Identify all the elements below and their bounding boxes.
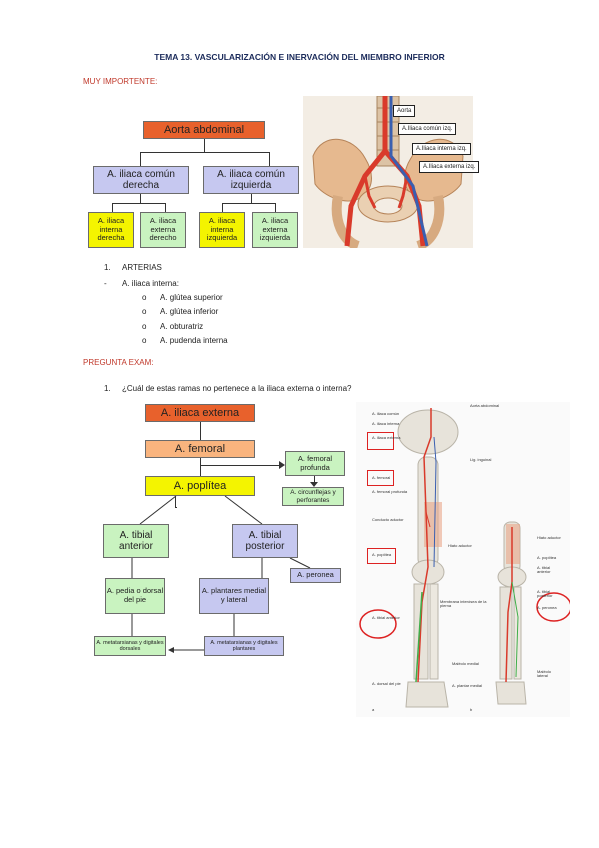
- bullet: o: [142, 307, 147, 316]
- list-dash: -: [104, 279, 107, 288]
- leg-label: A. dorsal del pie: [372, 681, 401, 686]
- leg-label: A. femoral: [372, 475, 391, 480]
- section-heading-important: MUY IMPORTENTE:: [83, 77, 158, 86]
- label-iliaca-interna-izq: A.Iliaca interna izq.: [412, 143, 471, 155]
- leg-label: A. iliaca interna: [372, 421, 400, 426]
- box-iliaca-externa: A. iliaca externa: [145, 404, 255, 422]
- list-heading-arterias: ARTERIAS: [122, 263, 162, 272]
- box-iliaca-comun-izquierda: A. iliaca común izquierda: [203, 166, 299, 194]
- box-iliaca-interna-derecha: A. iliaca interna derecha: [88, 212, 134, 248]
- list-item: A. pudenda interna: [160, 336, 228, 345]
- leg-label: A. plantar medial: [452, 683, 483, 688]
- box-pedia: A. pedia o dorsal del pie: [105, 578, 165, 614]
- box-tibial-anterior: A. tibial anterior: [103, 524, 169, 558]
- leg-label: Lig. inguinal: [470, 457, 492, 462]
- label-aorta: Aorta: [393, 105, 416, 117]
- label-iliaca-comun-izq: A.Iliaca común izq.: [398, 123, 457, 135]
- list-item: A. obturatriz: [160, 322, 204, 331]
- box-metatarsianas-plantares: A. metatarsianas y digitales plantares: [204, 636, 284, 656]
- box-peronea: A. peronea: [290, 568, 341, 583]
- question-number: 1.: [104, 384, 111, 393]
- bullet: o: [142, 293, 147, 302]
- box-femoral: A. femoral: [145, 440, 255, 458]
- red-highlight-box: [367, 432, 394, 450]
- leg-label: Conducto aductor: [372, 517, 404, 522]
- document-title: TEMA 13. VASCULARIZACIÓN E INERVACIÓN DE…: [154, 52, 445, 62]
- box-circunflejas: A. circunflejas y perforantes: [282, 487, 344, 506]
- box-tibial-posterior: A. tibial posterior: [232, 524, 298, 558]
- leg-label: A. poplítea: [537, 555, 557, 560]
- leg-label: A. tibial anterior: [537, 565, 551, 575]
- leg-label: A. iliaca común: [372, 411, 400, 416]
- box-poplitea: A. poplítea: [145, 476, 255, 496]
- leg-label: Maléolo lateral: [537, 669, 552, 679]
- box-iliaca-externa-izquierda: A. iliaca externa izquierda: [252, 212, 298, 248]
- list-item: A. glútea superior: [160, 293, 223, 302]
- leg-label: Hiato aductor: [537, 535, 561, 540]
- leg-arteries-illustration: [356, 402, 572, 717]
- bullet: o: [142, 322, 147, 331]
- list-item: A. glútea inferior: [160, 307, 219, 316]
- leg-label: A. poplítea: [372, 552, 392, 557]
- leg-label: A. iliaca externa: [372, 435, 401, 440]
- box-iliaca-externa-derecho: A. iliaca externa derecho: [140, 212, 186, 248]
- red-highlight-box: [367, 548, 396, 564]
- list-sub-iliaca-interna: A. iliaca interna:: [122, 279, 179, 288]
- leg-label: A. peronea: [537, 605, 557, 610]
- box-iliaca-comun-derecha: A. iliaca común derecha: [93, 166, 189, 194]
- box-metatarsianas-dorsales: A. metatarsianas y digitales dorsales: [94, 636, 166, 656]
- leg-label: A. tibial anterior: [372, 615, 400, 620]
- leg-label: Membrana interósea de la pierna: [440, 599, 487, 609]
- label-iliaca-externa-izq: A.Iliaca externa izq.: [419, 161, 480, 173]
- box-aorta-abdominal: Aorta abdominal: [143, 121, 265, 139]
- list-number: 1.: [104, 263, 111, 272]
- figure-letter: a: [372, 707, 375, 712]
- leg-label: A. tibial posterior: [537, 589, 553, 599]
- red-highlight-box: [367, 470, 394, 486]
- leg-label: Hiato aductor: [448, 543, 472, 548]
- leg-label: Aorta abdominal: [470, 403, 500, 408]
- box-iliaca-interna-izquierda: A. iliaca interna izquierda: [199, 212, 245, 248]
- bullet: o: [142, 336, 147, 345]
- section-heading-exam: PREGUNTA EXAM:: [83, 358, 154, 367]
- leg-label: Maléolo medial: [452, 661, 479, 666]
- box-femoral-profunda: A. femoral profunda: [285, 451, 345, 476]
- question-text: ¿Cuál de estas ramas no pertenece a la i…: [122, 384, 352, 393]
- leg-label: A. femoral profunda: [372, 489, 408, 494]
- figure-letter: b: [470, 707, 473, 712]
- box-plantares: A. plantares medial y lateral: [199, 578, 269, 614]
